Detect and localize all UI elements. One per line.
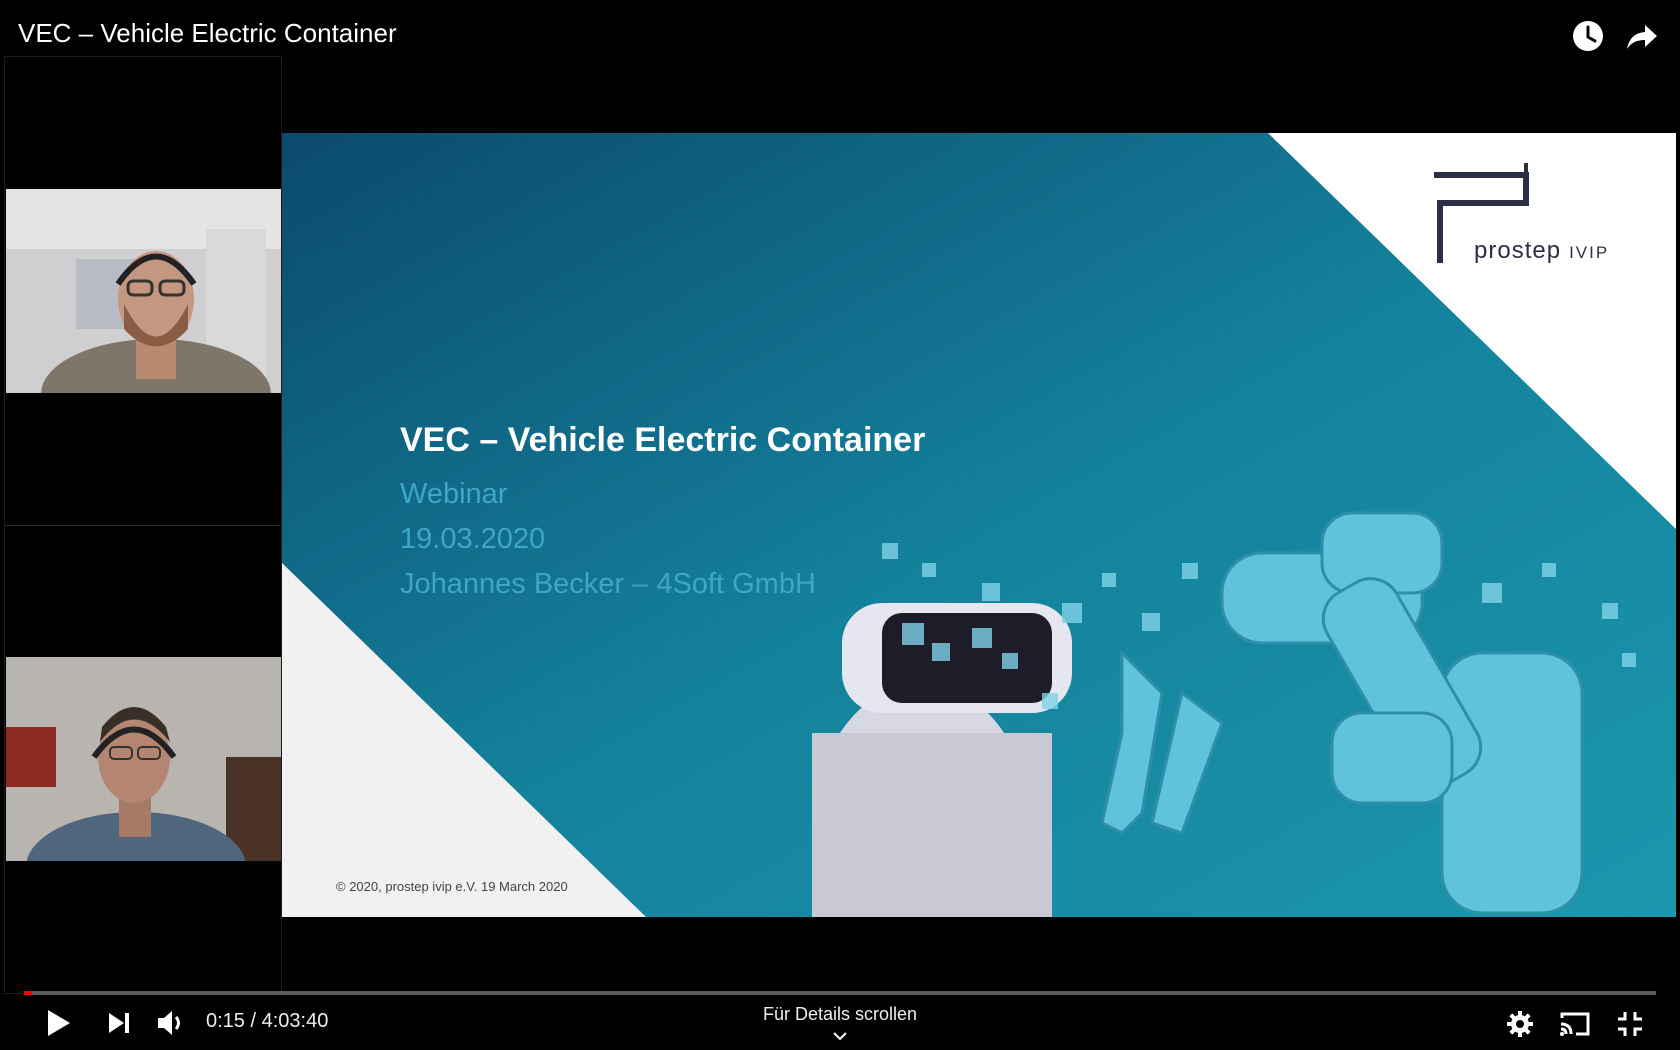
slide-date: 19.03.2020 bbox=[400, 523, 546, 555]
participants-panel bbox=[4, 56, 282, 994]
clock-icon[interactable] bbox=[1570, 18, 1606, 54]
slide-subtitle: Webinar bbox=[400, 478, 508, 510]
slide-title: VEC – Vehicle Electric Container bbox=[400, 421, 926, 459]
duration: 4:03:40 bbox=[261, 1010, 329, 1032]
panel-divider bbox=[5, 525, 281, 526]
next-icon[interactable] bbox=[106, 1010, 132, 1036]
time-separator: / bbox=[244, 1010, 262, 1032]
share-arrow-icon[interactable] bbox=[1624, 18, 1660, 54]
exit-fullscreen-icon[interactable] bbox=[1616, 1010, 1644, 1038]
volume-icon[interactable] bbox=[156, 1008, 184, 1038]
gear-icon[interactable] bbox=[1506, 1010, 1534, 1038]
participant-video-1 bbox=[6, 189, 281, 393]
slide-copyright: © 2020, prostep ivip e.V. 19 March 2020 bbox=[336, 879, 568, 894]
slide-presenter: Johannes Becker – 4Soft GmbH bbox=[400, 568, 816, 600]
participant-video-2 bbox=[6, 657, 281, 861]
time-display: 0:15 / 4:03:40 bbox=[206, 1010, 328, 1033]
play-icon[interactable] bbox=[44, 1008, 72, 1038]
video-title: VEC – Vehicle Electric Container bbox=[18, 18, 397, 48]
progress-fill bbox=[24, 991, 33, 995]
slide-background bbox=[282, 133, 1676, 917]
scroll-hint[interactable]: Für Details scrollen bbox=[762, 1004, 918, 1024]
current-time: 0:15 bbox=[206, 1010, 245, 1032]
chevron-down-icon[interactable] bbox=[832, 1028, 848, 1046]
prostep-logo-mark bbox=[1434, 163, 1529, 263]
cast-icon[interactable] bbox=[1558, 1010, 1592, 1038]
progress-bar[interactable] bbox=[24, 991, 1656, 995]
